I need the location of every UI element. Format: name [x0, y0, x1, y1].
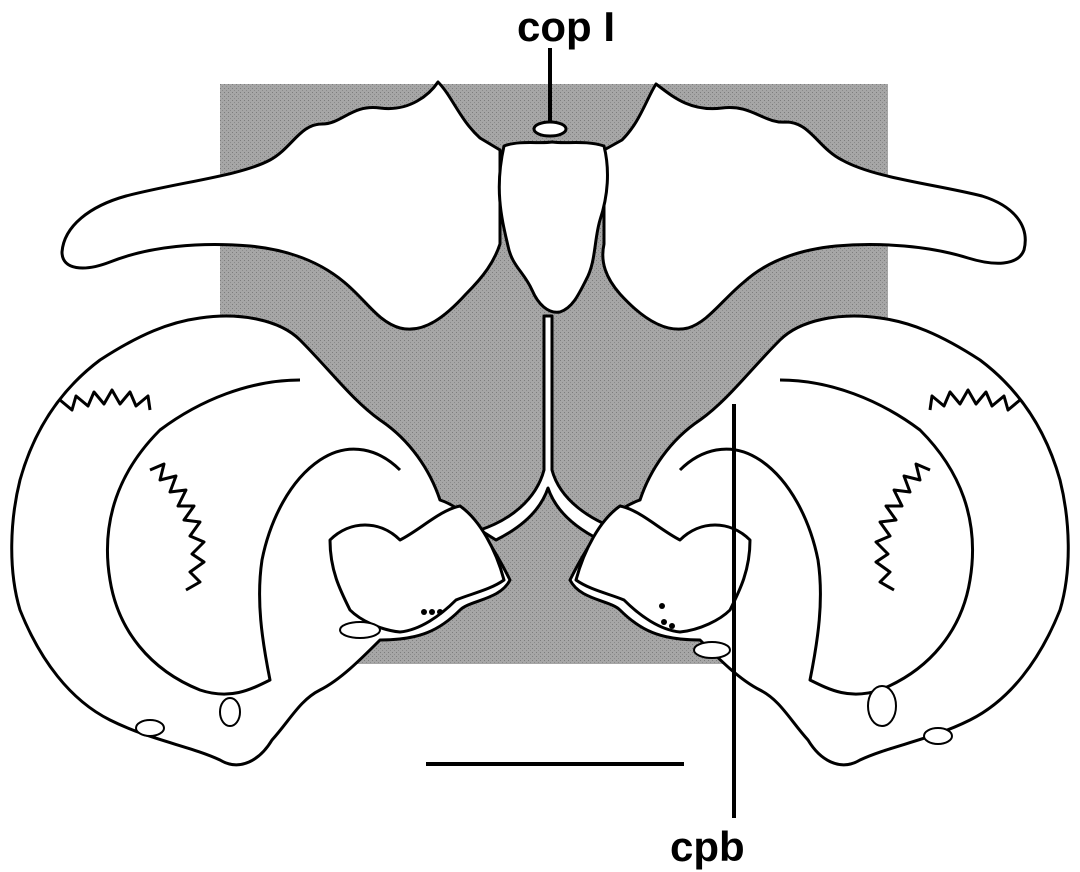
copula-oval [534, 122, 566, 136]
lower-clear-area [330, 664, 760, 700]
label-cop-i: cop I [517, 6, 615, 48]
label-cpb: cpb [670, 826, 745, 868]
